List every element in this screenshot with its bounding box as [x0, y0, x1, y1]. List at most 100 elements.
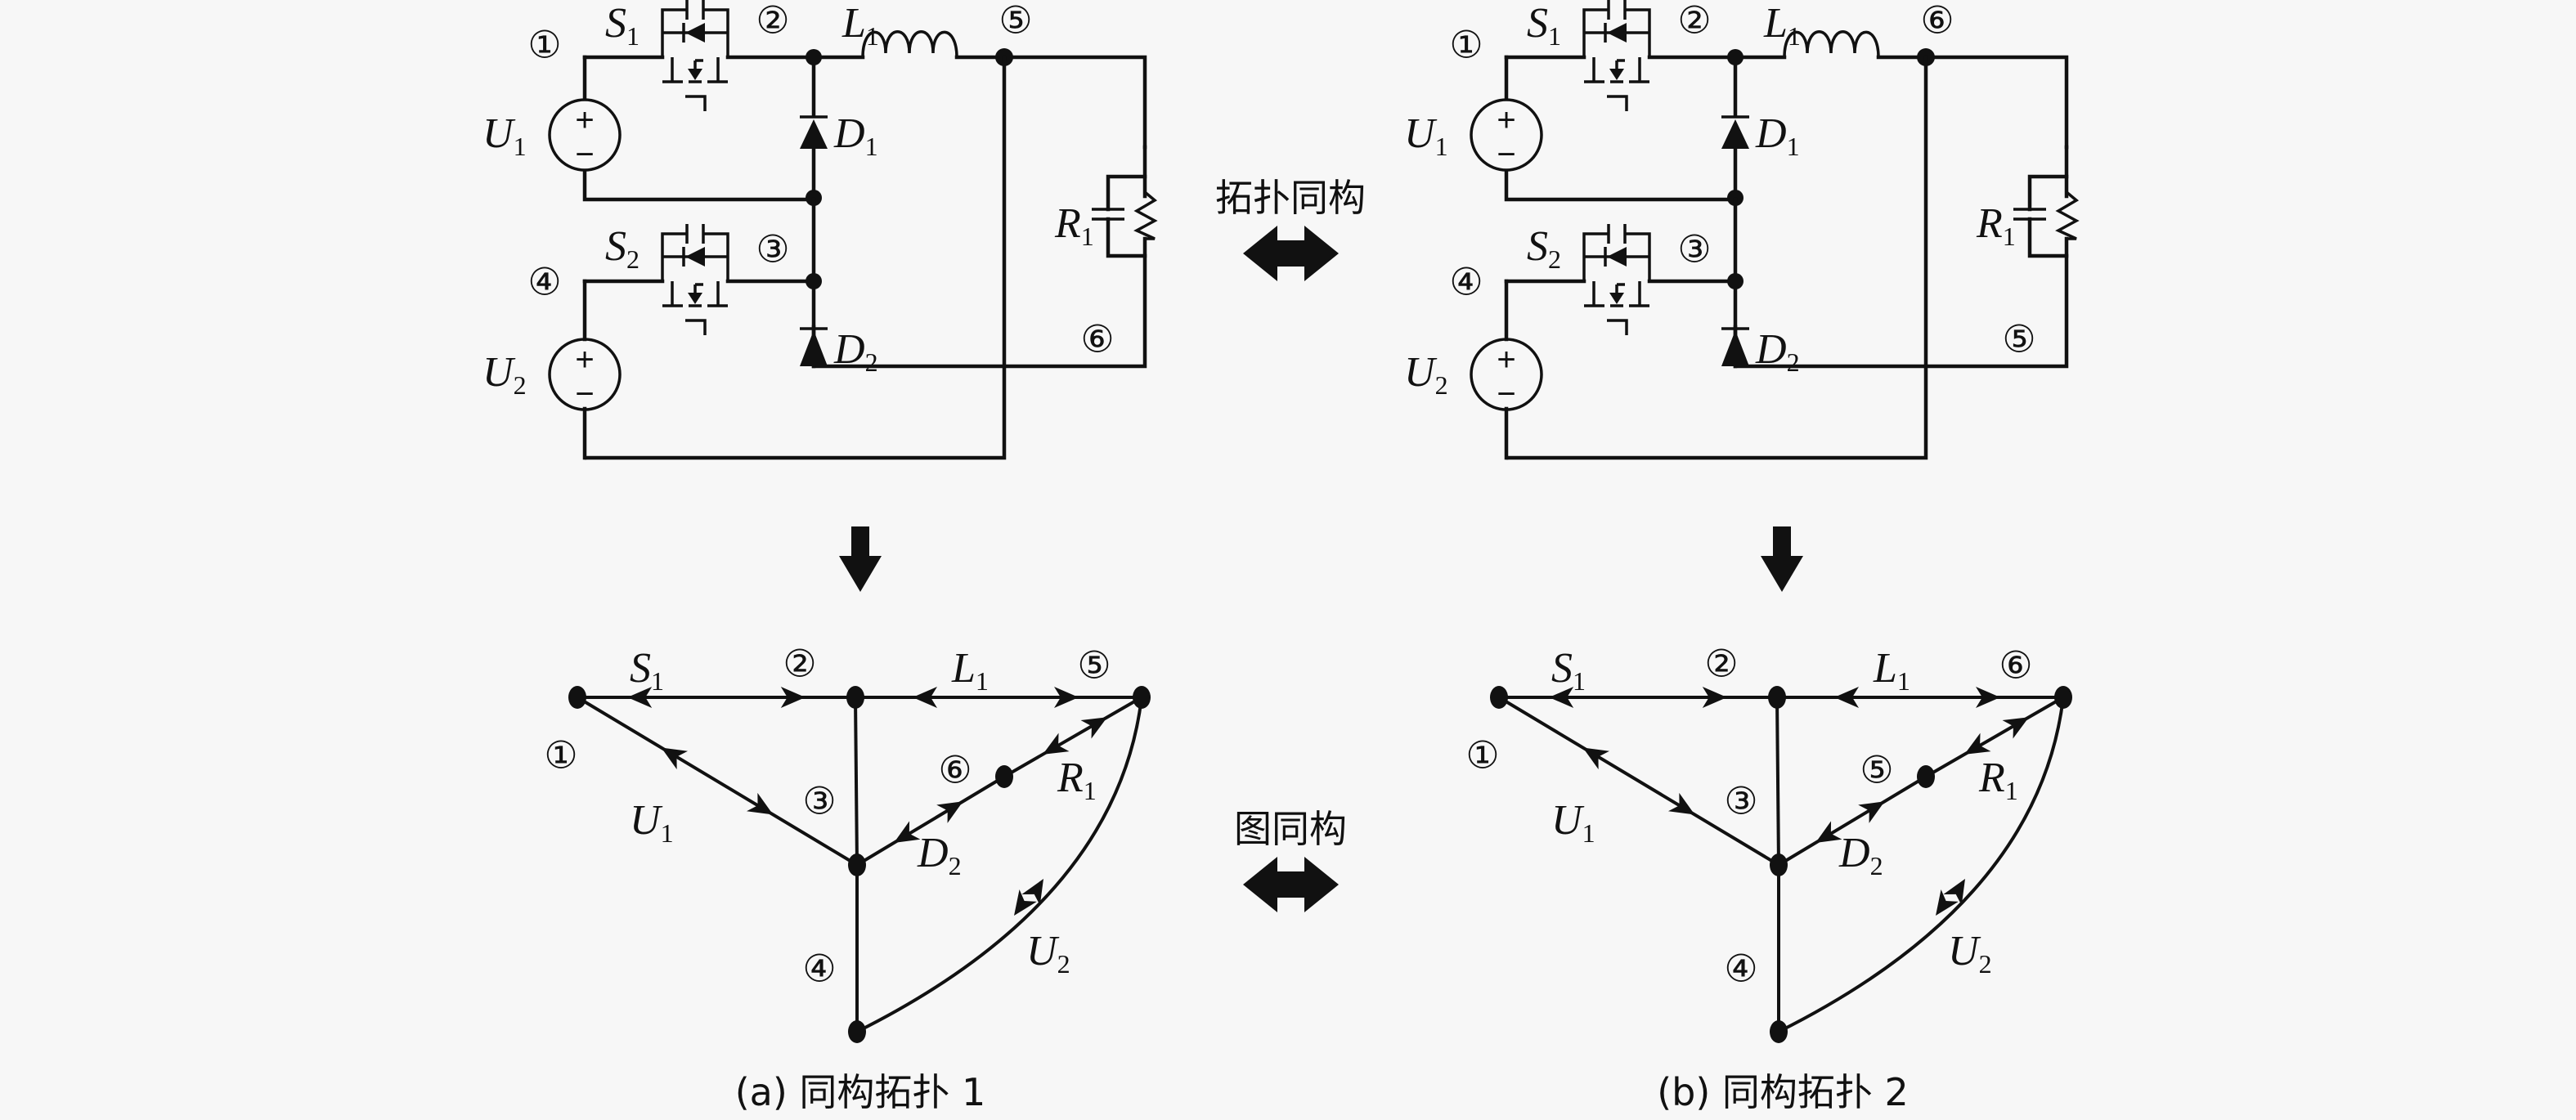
arrowhead [894, 821, 921, 843]
wire [1506, 55, 1928, 460]
graph-node [995, 765, 1013, 788]
label-r1: R1 [1054, 200, 1094, 251]
topology-isomorphism-label: 拓扑同构 [1215, 176, 1366, 220]
arrowhead [627, 687, 653, 708]
label-s2: S2 [1527, 223, 1561, 274]
arrowhead [746, 792, 774, 815]
arrowhead [1858, 801, 1885, 823]
edge-u1 [576, 696, 859, 867]
resistor-r1 [1133, 190, 1158, 240]
graph-node [2054, 686, 2072, 709]
plus-sign: + [1497, 102, 1515, 138]
wire [584, 55, 1007, 460]
edge-label-l1: L1 [951, 645, 989, 696]
arrowhead [1815, 821, 1842, 843]
node-label-2: ② [783, 643, 816, 685]
voltage-source-u1 [1470, 98, 1543, 172]
circuit-a: + − + − S1 S2 L1 D1 [482, 0, 1158, 460]
edge-r1 [1924, 696, 2065, 778]
label-s2: S2 [605, 223, 640, 274]
arrowhead [1014, 889, 1037, 916]
inductor-l1 [861, 30, 958, 58]
label-d2: D2 [1755, 326, 1800, 377]
arrowhead [1080, 717, 1107, 739]
voltage-source-u1 [548, 98, 622, 172]
graph-isomorphism-label: 图同构 [1234, 807, 1347, 851]
arrowhead [1582, 747, 1610, 770]
arrowhead [913, 687, 937, 708]
wire [1876, 55, 2069, 150]
node-label-3: ③ [1724, 781, 1757, 822]
node-label-1: ① [1465, 735, 1499, 777]
label-l1: L1 [1763, 0, 1801, 51]
node-label-1: ① [1449, 25, 1483, 66]
node-label-top-right: ⑤ [1077, 645, 1111, 687]
node-label-mid-right: ⑤ [1860, 750, 1893, 791]
circuit-b: + − + − S1 S2 L1 D1 D2 U1 U2 R1 ① ② [1404, 0, 2080, 460]
graph-node [848, 1020, 866, 1043]
voltage-source-u2 [1470, 338, 1543, 411]
graph-node [1490, 686, 1508, 709]
resistor-r1 [2055, 190, 2080, 240]
edge-label-r1: R1 [1978, 755, 2018, 805]
wire [1106, 174, 1147, 258]
label-u1: U1 [482, 110, 527, 161]
node-label-top-right: ⑤ [999, 0, 1032, 42]
node-label-top-right: ⑥ [1920, 0, 1954, 42]
diode-d2 [1721, 330, 1749, 366]
label-d1: D1 [833, 110, 878, 161]
node-label-top-right: ⑥ [1999, 645, 2032, 687]
plus-sign: + [575, 342, 594, 378]
minus-sign: − [1497, 376, 1515, 412]
arrowhead [1667, 792, 1695, 815]
double-arrow-icon [1243, 226, 1339, 281]
node-label-4: ④ [1724, 948, 1757, 990]
minus-sign: − [575, 376, 594, 412]
node-label-4: ④ [1449, 262, 1483, 303]
node-label-2: ② [1677, 0, 1711, 42]
double-arrow-icon [1243, 857, 1339, 912]
label-d2: D2 [833, 326, 878, 377]
arrowhead [1043, 732, 1070, 755]
node-label-4: ④ [527, 262, 561, 303]
graph-node [1133, 686, 1151, 709]
arrowhead [1936, 889, 1959, 916]
arrowhead [661, 747, 689, 770]
edge-label-s1: S1 [630, 645, 664, 696]
node-label-1: ① [544, 735, 577, 777]
node-label-2: ② [756, 0, 789, 42]
diode-d1 [800, 119, 828, 149]
label-d1: D1 [1755, 110, 1800, 161]
graph-node [1770, 1020, 1788, 1043]
junction-dot [806, 273, 822, 289]
label-u2: U2 [1404, 349, 1448, 400]
label-l1: L1 [841, 0, 879, 51]
node-label-bottom-right: ⑥ [1080, 319, 1114, 361]
caption-b: (b) 同构拓扑 2 [1657, 1070, 1909, 1114]
down-arrow-icon [1761, 526, 1803, 592]
edge-label-u2: U2 [1948, 928, 1992, 979]
edge-u1 [1497, 696, 1780, 867]
edge-r1 [1003, 696, 1143, 778]
minus-sign: − [1497, 137, 1515, 172]
edge-label-u2: U2 [1026, 928, 1070, 979]
label-r1: R1 [1976, 200, 2016, 251]
wire [954, 55, 1147, 150]
inductor-l1 [1783, 30, 1880, 58]
graph-node [1768, 686, 1786, 709]
down-arrow-icon [839, 526, 882, 592]
node-label-3: ③ [802, 781, 836, 822]
graph-node [846, 686, 864, 709]
plus-sign: + [575, 102, 594, 138]
edge-u2 [1778, 697, 2065, 1033]
edge-label-s1: S1 [1551, 645, 1586, 696]
junction-dot [806, 49, 822, 65]
node-label-1: ① [527, 25, 561, 66]
edge-u2 [856, 697, 1143, 1033]
node-label-4: ④ [802, 948, 836, 990]
label-s1: S1 [1527, 0, 1561, 51]
edge-label-u1: U1 [1551, 797, 1595, 848]
caption-a: (a) 同构拓扑 1 [735, 1070, 986, 1114]
